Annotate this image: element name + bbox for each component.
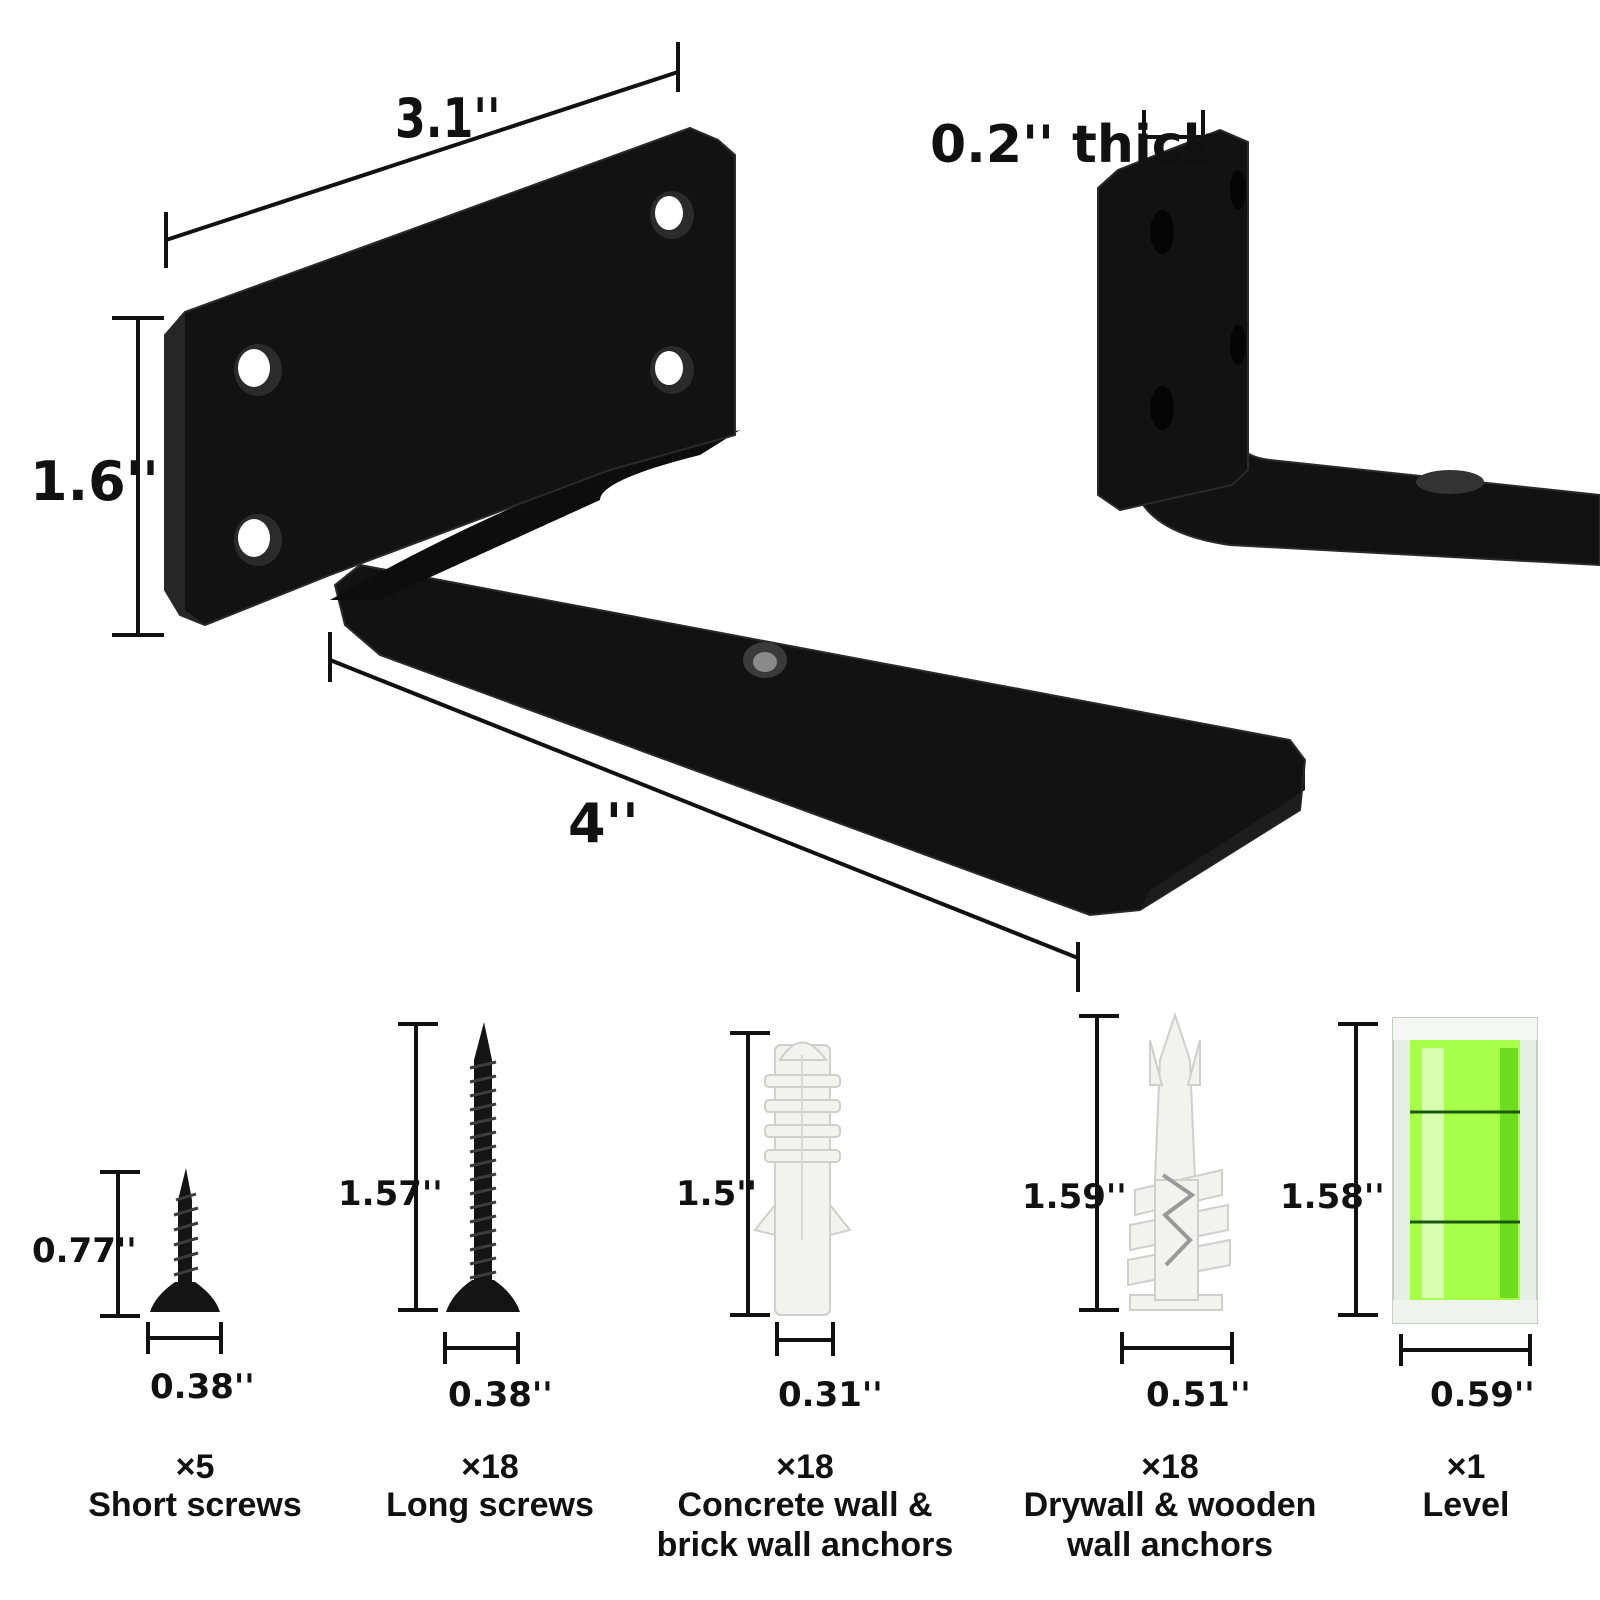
spiral-anchor-icon (1127, 1011, 1231, 1311)
bracket-bottom-plate-edge (1140, 760, 1305, 910)
drywall-anchor-count: ×18 (1141, 1448, 1199, 1486)
level-width-label: 0.59'' (1430, 1375, 1535, 1415)
level-length-label: 1.58'' (1280, 1177, 1385, 1217)
screw-thread (469, 1074, 497, 1084)
short-screw-label: Short screws (88, 1486, 302, 1524)
screw-thread (469, 1102, 497, 1112)
drywall-anchor-label-line-2: wall anchors (1066, 1526, 1273, 1564)
concrete-anchor-count: ×18 (776, 1448, 834, 1486)
thickness-dimension-label: 0.2'' thick (930, 115, 1219, 175)
screw-thread (469, 1130, 497, 1140)
bubble-level-icon (1392, 1017, 1538, 1324)
length-dimension-line (329, 658, 1079, 960)
side-mounting-hole (1150, 386, 1174, 430)
mounting-hole-opening (655, 196, 683, 230)
screw-thread (469, 1270, 497, 1280)
screw-thread (469, 1200, 497, 1210)
mounting-hole-opening (655, 351, 683, 385)
side-mounting-hole (1230, 325, 1246, 365)
short-screw-width-label: 0.38'' (150, 1367, 255, 1407)
thickness-dimension-lines (1142, 110, 1205, 162)
bracket-bend (330, 430, 740, 600)
screw-thread (469, 1144, 497, 1154)
hardware-item-level: 1.58'' 0.59'' ×1 Level (1280, 1017, 1538, 1524)
long-screw-label: Long screws (386, 1486, 594, 1524)
long-screw-width-label: 0.38'' (448, 1375, 553, 1415)
screw-thread (469, 1186, 497, 1196)
flat-head-screw-icon (446, 1022, 520, 1312)
hardware-item-short-screw: 0.77'' 0.38'' ×5 Short screws (32, 1168, 302, 1524)
screw-thread (469, 1060, 497, 1070)
flat-head-screw-icon (150, 1168, 220, 1312)
level-count: ×1 (1447, 1448, 1486, 1486)
side-mounting-hole (1150, 210, 1174, 254)
ribbed-anchor-icon (753, 1041, 852, 1316)
mounting-hole-opening (238, 349, 270, 387)
height-dimension-label: 1.6'' (30, 450, 159, 513)
short-screw-length-label: 0.77'' (32, 1231, 137, 1271)
drywall-anchor-label-line-1: Drywall & wooden (1024, 1486, 1317, 1524)
screw-thread (469, 1158, 497, 1168)
hardware-item-long-screw: 1.57'' 0.38'' ×18 Long screws (338, 1022, 594, 1524)
spiral-thread (1161, 1173, 1196, 1267)
concrete-anchor-label-line-1: Concrete wall & (677, 1486, 932, 1524)
concrete-anchor-label-line-2: brick wall anchors (657, 1526, 954, 1564)
concrete-anchor-length-label: 1.5'' (676, 1174, 757, 1214)
long-screw-length-label: 1.57'' (338, 1174, 443, 1214)
main-bracket (164, 126, 1307, 917)
side-bracket (1097, 128, 1600, 567)
mounting-hole-opening (238, 519, 270, 557)
drywall-anchor-width-label: 0.51'' (1146, 1375, 1251, 1415)
width-dimension-line (165, 70, 679, 242)
bracket-bottom-plate (333, 563, 1307, 917)
screw-thread (469, 1214, 497, 1224)
main-dimension-lines (112, 42, 1080, 992)
short-screw-count: ×5 (176, 1448, 215, 1486)
screw-thread (469, 1256, 497, 1266)
bracket-center-hole-thread (753, 652, 777, 672)
width-dimension-label: 3.1'' (395, 87, 501, 150)
hardware-item-drywall-anchor: 1.59'' 0.51'' ×18 Drywall & wooden wall … (1022, 1011, 1317, 1564)
long-screw-count: ×18 (461, 1448, 519, 1486)
screw-thread (469, 1242, 497, 1252)
drywall-anchor-length-label: 1.59'' (1022, 1177, 1127, 1217)
screw-thread (469, 1228, 497, 1238)
screw-thread (469, 1116, 497, 1126)
screw-thread (469, 1172, 497, 1182)
side-mounting-hole (1230, 170, 1246, 210)
side-center-hole (1416, 470, 1484, 494)
concrete-anchor-width-label: 0.31'' (778, 1375, 883, 1415)
length-dimension-label: 4'' (568, 792, 639, 855)
side-bracket-plate (1097, 128, 1249, 512)
hardware-item-concrete-anchor: 1.5'' 0.31'' ×18 Concrete wall & brick w… (657, 1031, 954, 1564)
screw-thread (469, 1088, 497, 1098)
bracket-wall-plate-edge (165, 312, 205, 625)
level-label: Level (1423, 1486, 1510, 1524)
